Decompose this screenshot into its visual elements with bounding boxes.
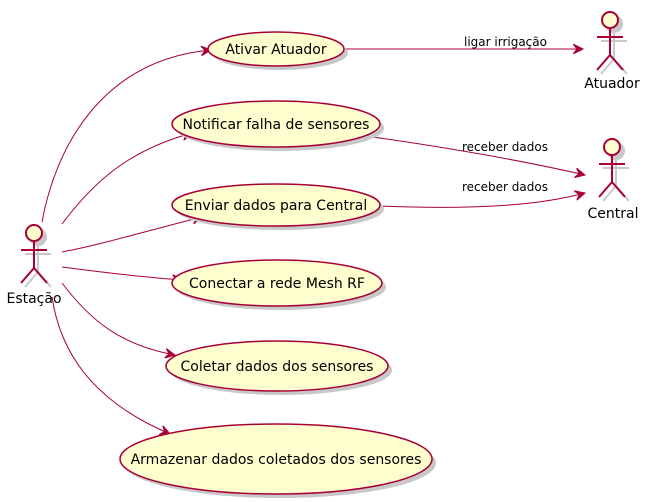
usecase-notificar-falha[interactable]: Notificar falha de sensores <box>171 100 384 151</box>
usecase-label: Ativar Atuador <box>225 42 327 58</box>
usecase-label: Armazenar dados coletados dos sensores <box>131 452 422 468</box>
usecase-conectar-mesh[interactable]: Conectar a rede Mesh RF <box>171 259 386 310</box>
actor-label-atuador: Atuador <box>584 76 640 92</box>
usecase-label: Conectar a rede Mesh RF <box>189 276 365 292</box>
edge-label-receber-dados-2: receber dados <box>462 180 548 194</box>
edge-label-receber-dados-1: receber dados <box>462 140 548 154</box>
edge-notificar-central <box>365 135 585 175</box>
actor-head <box>25 224 43 242</box>
actor-head <box>603 138 621 156</box>
edge-estacao-armazenar <box>51 296 170 434</box>
actor-label-central: Central <box>588 206 639 222</box>
usecase-enviar-dados[interactable]: Enviar dados para Central <box>171 183 384 230</box>
edge-estacao-coletar <box>61 282 175 355</box>
edges-actors <box>345 49 585 208</box>
edges-estacao <box>41 50 211 434</box>
actor-atuador[interactable]: Atuador <box>584 11 640 92</box>
actor-label-estacao: Estação <box>6 291 61 307</box>
usecase-label: Enviar dados para Central <box>185 198 368 214</box>
edge-estacao-conectar <box>61 266 182 280</box>
edge-estacao-notificar <box>61 133 192 225</box>
edge-estacao-ativar <box>41 50 211 223</box>
actor-body <box>596 28 624 71</box>
usecase-ativar-atuador[interactable]: Ativar Atuador <box>207 31 348 70</box>
actor-body <box>20 241 48 284</box>
usecase-label: Coletar dados dos sensores <box>181 359 374 375</box>
edge-estacao-enviar <box>61 217 202 253</box>
actor-head <box>601 11 619 29</box>
usecase-armazenar-dados[interactable]: Armazenar dados coletados dos sensores <box>119 423 436 498</box>
actor-estacao[interactable]: Estação <box>6 224 62 307</box>
edge-label-ligar-irrigacao: ligar irrigação <box>464 35 547 49</box>
usecase-label: Notificar falha de sensores <box>183 117 370 133</box>
actor-central[interactable]: Central <box>588 138 639 222</box>
usecase-coletar-dados[interactable]: Coletar dados dos sensores <box>165 340 392 395</box>
edge-enviar-central <box>377 193 585 208</box>
actor-body <box>598 155 626 198</box>
